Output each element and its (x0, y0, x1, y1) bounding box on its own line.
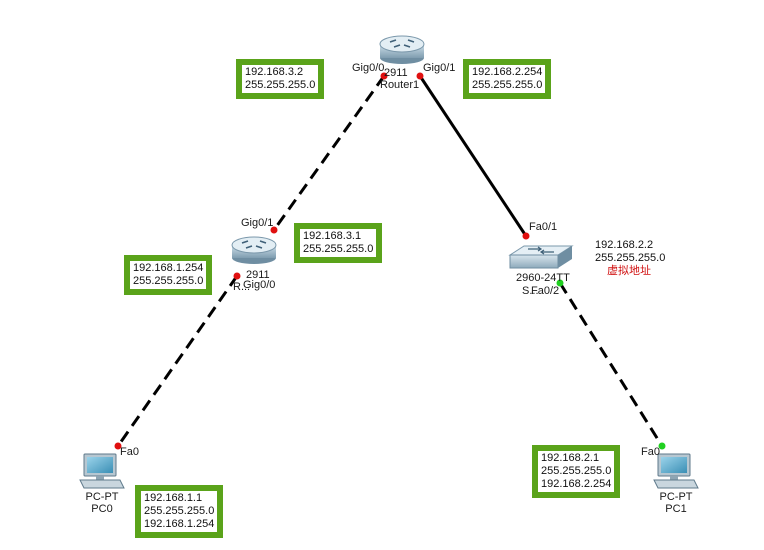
note-line: 255.255.255.0 (541, 465, 612, 477)
port-label-sw-fa024: Fa0/2 (531, 285, 560, 297)
note-line: 255.255.255.0 (133, 275, 204, 287)
link-r2-pc0 (116, 275, 239, 447)
note-line: 255.255.255.0 (472, 79, 543, 91)
note-line: 192.168.2.254 (472, 66, 543, 78)
status-dot-r2-g00 (233, 272, 241, 280)
status-dot-r1-g00 (380, 72, 388, 80)
switch-name: S... (522, 285, 539, 297)
note-line: 192.168.2.2 (595, 239, 654, 251)
link-r1-r2 (272, 75, 386, 231)
note-line: 255.255.255.0 (595, 252, 666, 264)
status-dot-sw-fa024 (556, 279, 564, 287)
note-line: 255.255.255.0 (245, 79, 316, 91)
pc0-type: PC-PT (85, 491, 119, 503)
pc0-name: PC0 (91, 503, 113, 515)
note-line: 192.168.2.254 (541, 478, 612, 490)
note-line: 192.168.1.254 (133, 262, 204, 274)
router1-icon[interactable] (379, 35, 425, 64)
status-dot-r2-g01 (270, 226, 278, 234)
note-line: 192.168.3.2 (245, 66, 304, 78)
pc1-type: PC-PT (659, 491, 693, 503)
status-dot-pc1 (658, 442, 666, 450)
port-label-pc1-fa0: Fa0 (641, 446, 660, 458)
note-r2-g00[interactable]: 192.168.1.254 255.255.255.0 (124, 255, 213, 295)
note-r1-g00[interactable]: 192.168.3.2 255.255.255.0 (236, 59, 325, 99)
note-line: 255.255.255.0 (144, 505, 215, 517)
router1-model: 2911 (384, 67, 408, 79)
pc0-icon[interactable] (79, 453, 125, 489)
port-label-r1-gig01: Gig0/1 (423, 62, 456, 74)
router2-name: R... (233, 281, 251, 293)
pc1-name: PC1 (665, 503, 687, 515)
note-switch-vif[interactable]: 192.168.2.2 255.255.255.0 虚拟地址 (592, 238, 668, 279)
status-dot-sw-fa01 (522, 232, 530, 240)
note-line: 192.168.1.254 (144, 518, 215, 530)
link-r1-switch (418, 75, 528, 237)
router2-model: 2911 (246, 269, 270, 281)
router1-name: Router1 (380, 79, 420, 91)
port-label-r2-gig01: Gig0/1 (241, 217, 274, 229)
port-label-r2-gig00: Gig0/0 (243, 279, 276, 291)
pc1-icon[interactable] (653, 453, 699, 489)
port-label-sw-fa01: Fa0/1 (529, 221, 558, 233)
port-label-pc0-fa0: Fa0 (120, 446, 139, 458)
note-line: 255.255.255.0 (303, 243, 374, 255)
status-dot-r1-g01 (416, 72, 424, 80)
router2-icon[interactable] (231, 236, 277, 264)
note-r2-g01[interactable]: 192.168.3.1 255.255.255.0 (294, 223, 383, 263)
switch-model: 2960-24TT (516, 272, 570, 284)
note-pc0[interactable]: 192.168.1.1 255.255.255.0 192.168.1.254 (135, 485, 224, 538)
note-pc1[interactable]: 192.168.2.1 255.255.255.0 192.168.2.254 (532, 445, 621, 498)
note-r1-g01[interactable]: 192.168.2.254 255.255.255.0 (463, 59, 552, 99)
link-switch-pc1 (558, 282, 664, 447)
note-line: 192.168.2.1 (541, 452, 600, 464)
note-line: 192.168.1.1 (144, 492, 203, 504)
status-dot-pc0 (114, 442, 122, 450)
port-label-r1-gig00: Gig0/0 (352, 62, 385, 74)
note-line: 192.168.3.1 (303, 230, 362, 242)
switch-icon[interactable] (508, 245, 574, 269)
virtual-address-caption: 虚拟地址 (607, 265, 651, 277)
